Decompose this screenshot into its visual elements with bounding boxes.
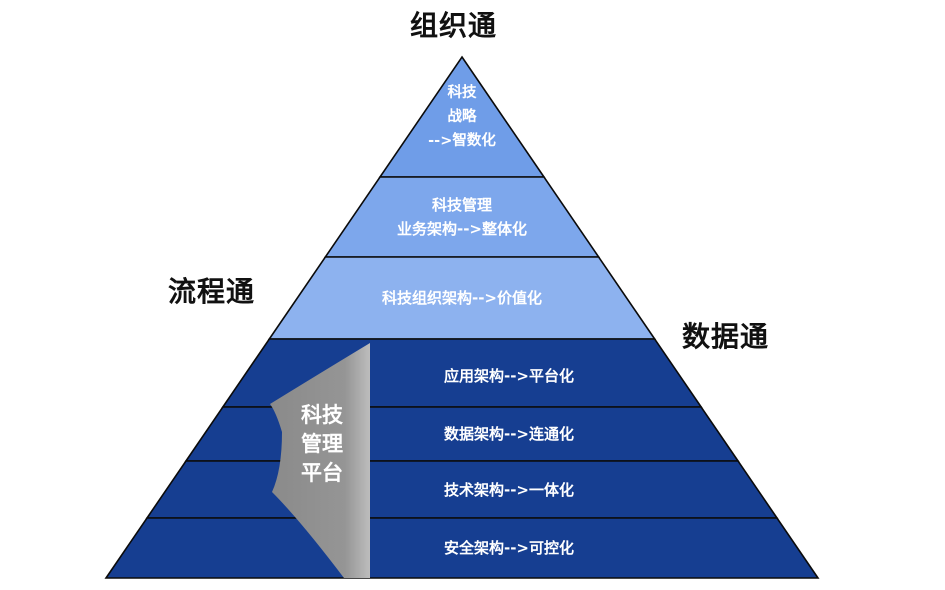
tier-7-text-line-1: 安全架构-->可控化 xyxy=(444,539,574,557)
top-label: 组织通 xyxy=(410,9,498,42)
tier-1-text-line-2: 战略 xyxy=(448,107,477,125)
platform-text-line-1: 科技 xyxy=(301,403,344,427)
tier-2-text-line-1: 科技管理 xyxy=(432,196,492,214)
platform-text-line-2: 管理 xyxy=(301,432,343,456)
platform-shield xyxy=(270,343,370,578)
tier-6-text-line-1: 技术架构-->一体化 xyxy=(444,481,574,499)
pyramid-tier-2 xyxy=(323,176,601,258)
tier-2-text-line-2: 业务架构-->整体化 xyxy=(397,220,527,238)
right-label: 数据通 xyxy=(682,320,770,353)
tier-5-text-line-1: 数据架构-->连通化 xyxy=(444,425,574,443)
pyramid-tier-7 xyxy=(104,517,820,579)
left-label: 流程通 xyxy=(168,275,256,308)
tier-4-text-line-1: 应用架构-->平台化 xyxy=(444,367,574,385)
tier-1-text-line-1: 科技 xyxy=(448,83,477,101)
tier-1-text-line-3: -->智数化 xyxy=(428,131,496,149)
platform-text-line-3: 平台 xyxy=(301,461,343,485)
tier-3-text-line-1: 科技组织架构-->价值化 xyxy=(382,289,542,307)
